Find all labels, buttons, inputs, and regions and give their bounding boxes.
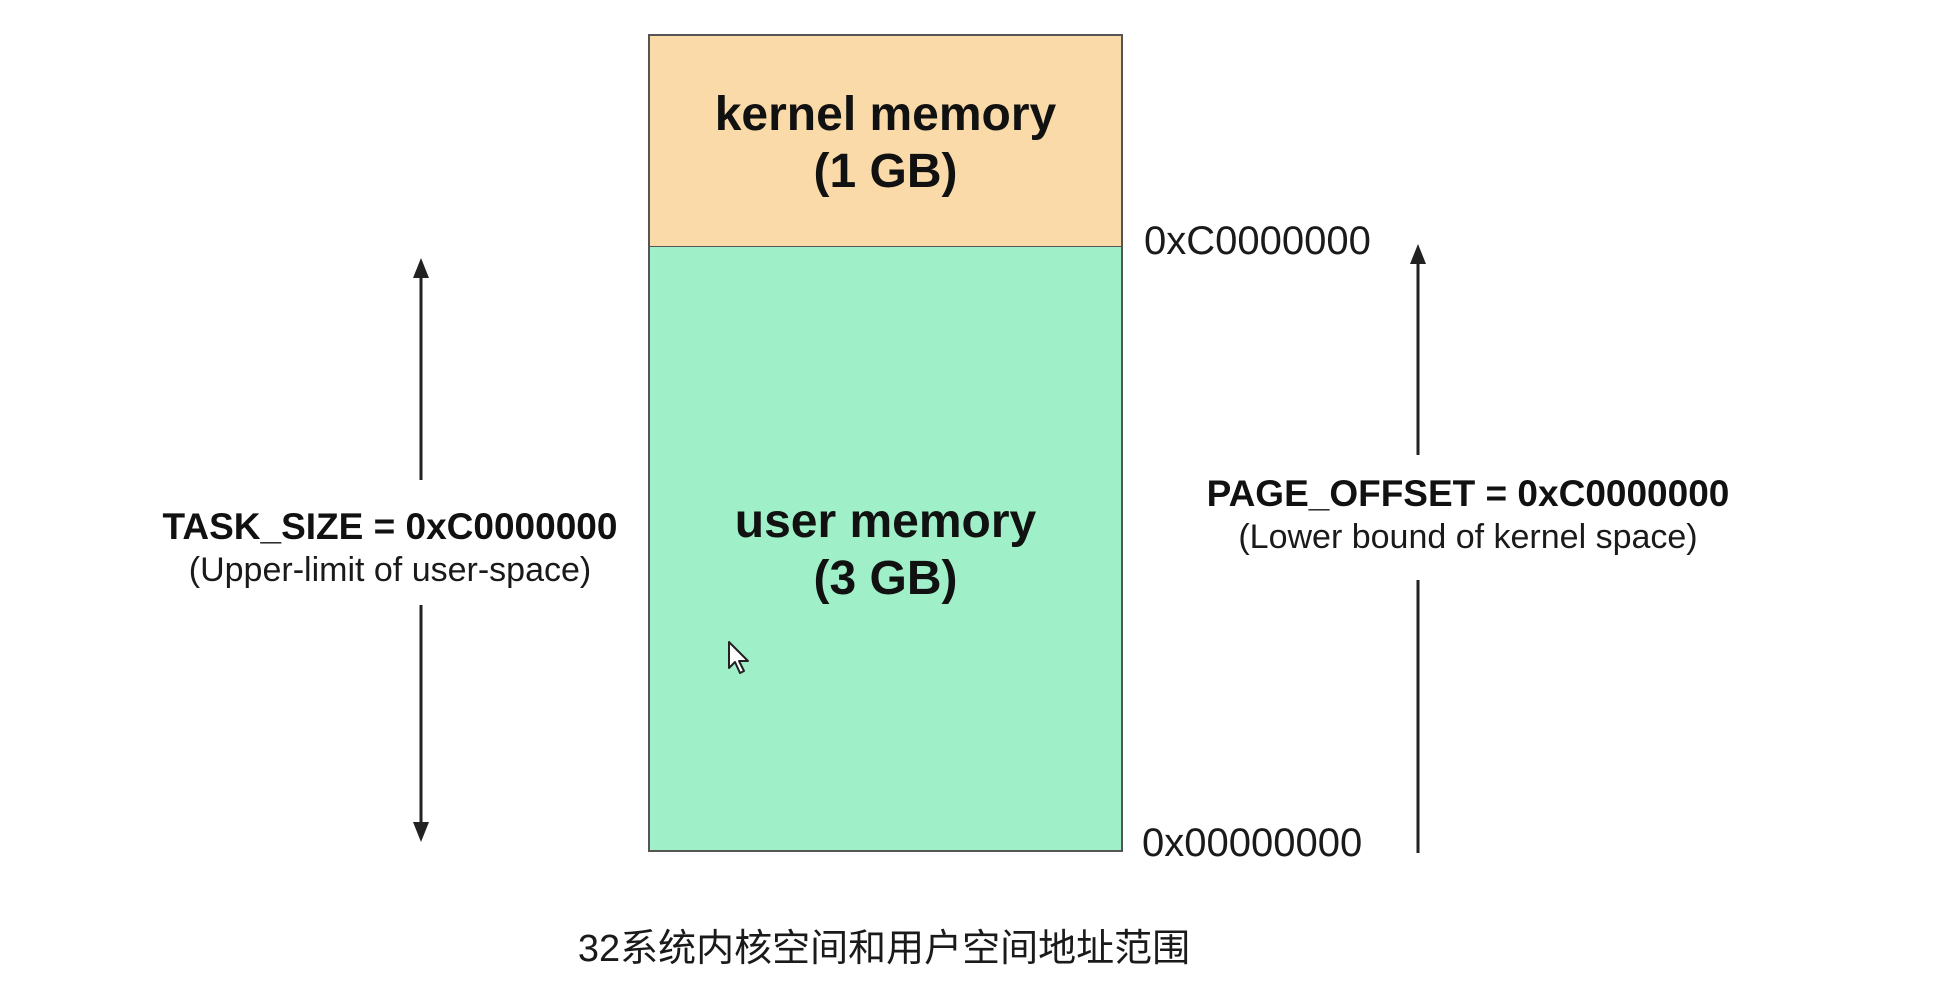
user-memory-size: (3 GB) xyxy=(813,552,958,605)
kernel-memory-size: (1 GB) xyxy=(813,145,958,198)
page-offset-arrow xyxy=(1410,244,1426,853)
page-offset-label: PAGE_OFFSET = 0xC0000000 xyxy=(1206,473,1730,514)
kernel-memory-block: kernel memory (1 GB) xyxy=(648,34,1123,247)
mouse-cursor-icon xyxy=(728,641,749,674)
user-memory-block: user memory (3 GB) xyxy=(648,246,1123,852)
kernel-memory-label: kernel memory xyxy=(714,88,1057,141)
page-offset-description: (Lower bound of kernel space) xyxy=(1238,518,1698,556)
task-size-label: TASK_SIZE = 0xC0000000 xyxy=(162,506,618,547)
page-offset-note: PAGE_OFFSET = 0xC0000000 (Lower bound of… xyxy=(1168,472,1768,558)
arrow-head-up-icon xyxy=(413,258,429,278)
address-bottom-label: 0x00000000 xyxy=(1142,821,1363,865)
address-top-label: 0xC0000000 xyxy=(1144,219,1371,263)
arrow-head-up-icon xyxy=(1410,244,1426,264)
task-size-arrow xyxy=(413,258,429,842)
user-memory-label: user memory xyxy=(734,495,1037,548)
task-size-description: (Upper-limit of user-space) xyxy=(188,551,592,589)
diagram-caption: 32系统内核空间和用户空间地址范围 xyxy=(577,928,1191,970)
task-size-note: TASK_SIZE = 0xC0000000 (Upper-limit of u… xyxy=(130,505,650,591)
arrow-head-down-icon xyxy=(413,822,429,842)
